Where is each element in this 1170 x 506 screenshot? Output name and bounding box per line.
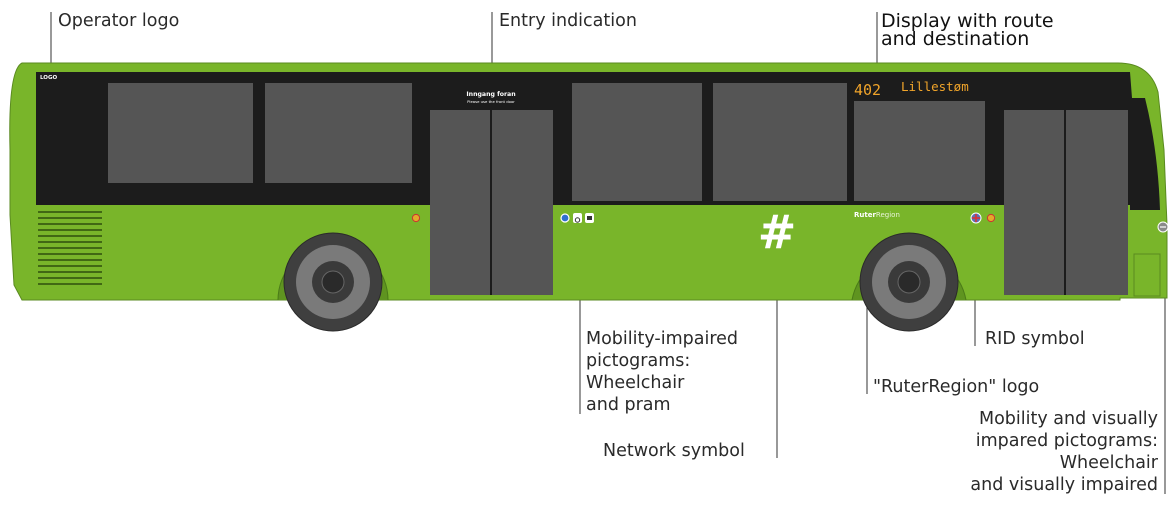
callout-mobility-line4: and pram: [586, 395, 671, 415]
accent-dot-rear: [986, 213, 996, 223]
windows: [108, 83, 985, 201]
callout-operator-logo: Operator logo: [58, 11, 180, 31]
front-wheel: [851, 232, 967, 332]
front-door: [430, 110, 553, 295]
route-destination: Lillestøm: [901, 79, 969, 94]
entry-sign-title: Inngang foran: [466, 91, 515, 98]
callout-visual-line3: Wheelchair: [1059, 453, 1158, 473]
rear-door: [1004, 110, 1128, 295]
callout-visual: Mobility and visually impared pictograms…: [970, 408, 1158, 496]
callout-display: Display with route and destination: [881, 10, 1054, 50]
mobility-pictograms: [560, 213, 594, 223]
front-bumper-panel: [1133, 253, 1161, 297]
window-5: [854, 101, 985, 201]
callout-visual-line4: and visually impaired: [970, 475, 1158, 495]
window-4: [713, 83, 847, 201]
callout-display-line2: and destination: [881, 28, 1030, 50]
callout-mobility: Mobility-impaired pictograms: Wheelchair…: [586, 328, 738, 416]
entry-sign-subtitle: Please use the front door: [467, 99, 515, 104]
network-symbol: #: [758, 205, 797, 259]
visually-impaired-icon: [1157, 221, 1169, 233]
callout-visual-line1: Mobility and visually: [979, 409, 1158, 429]
callout-ruter-region-logo: "RuterRegion" logo: [873, 377, 1040, 397]
callout-mobility-line3: Wheelchair: [586, 373, 685, 393]
accent-dot-front: [411, 213, 421, 223]
callout-network-symbol: Network symbol: [603, 441, 745, 461]
ruter-region-logo: RuterRegion: [854, 211, 900, 219]
callout-rid-symbol: RID symbol: [985, 329, 1085, 349]
rid-symbol-icon: [970, 212, 982, 224]
window-1: [108, 83, 253, 183]
rear-wheel: [277, 232, 389, 332]
window-3: [572, 83, 702, 201]
accessibility-icon: [560, 213, 570, 223]
callout-mobility-line2: pictograms:: [586, 351, 691, 371]
callout-entry-indication: Entry indication: [499, 11, 637, 31]
window-2: [265, 83, 412, 183]
callout-mobility-line1: Mobility-impaired: [586, 329, 739, 349]
operator-logo: LOGO: [40, 75, 57, 81]
route-number: 402: [854, 81, 881, 99]
front-grille: [38, 211, 102, 285]
callout-display-line1: Display with route: [881, 10, 1054, 32]
callout-visual-line2: impared pictograms:: [975, 431, 1158, 451]
